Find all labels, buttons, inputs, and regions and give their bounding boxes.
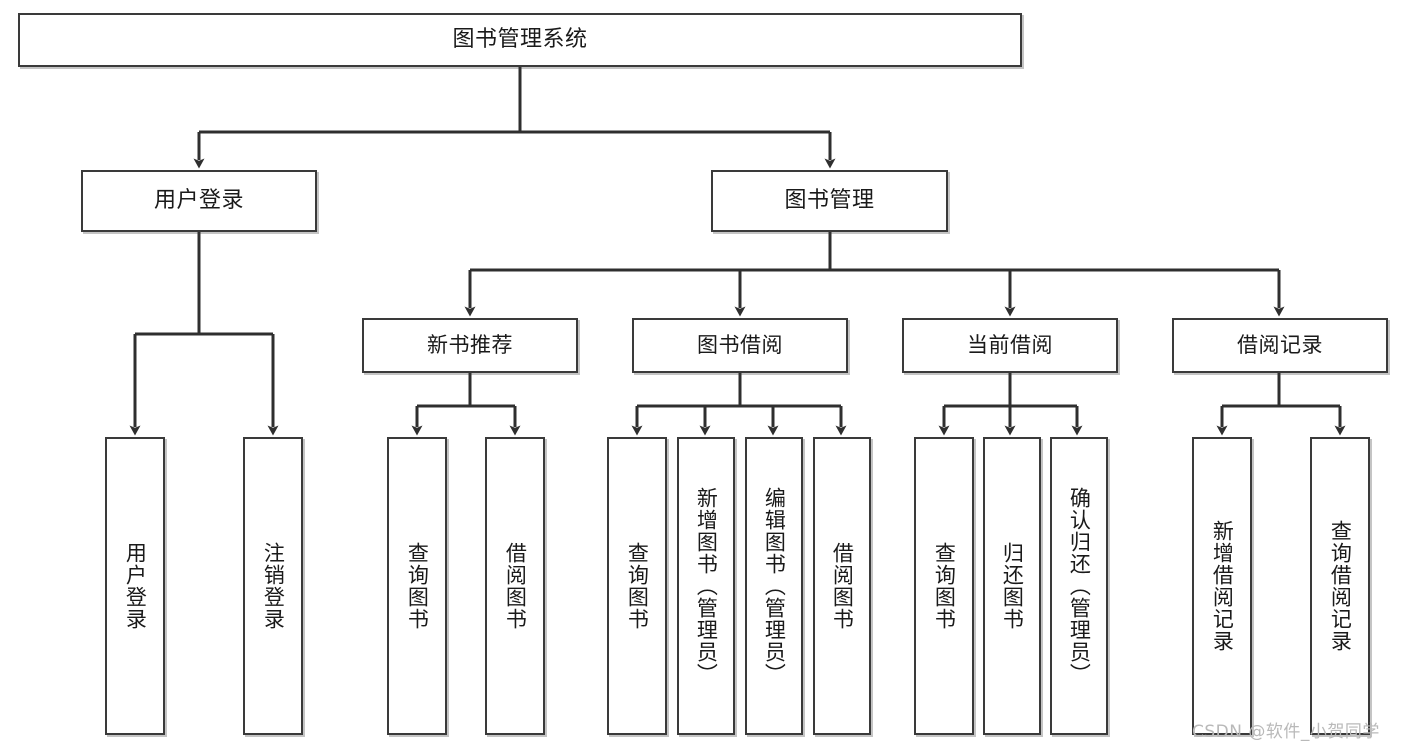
leaf-current-query-book[interactable]: 查询图书 <box>914 437 974 735</box>
node-label: 查询图书 <box>405 542 430 630</box>
node-borrow-record[interactable]: 借阅记录 <box>1172 318 1388 373</box>
leaf-borrow-borrow-book[interactable]: 借阅图书 <box>813 437 871 735</box>
node-user-login[interactable]: 用户登录 <box>81 170 317 232</box>
node-label: 查询借阅记录 <box>1328 520 1353 652</box>
node-book-borrow[interactable]: 图书借阅 <box>632 318 848 373</box>
csdn-watermark: CSDN @软件_小贺同学 <box>1192 722 1380 742</box>
node-label: 当前借阅 <box>967 332 1053 357</box>
node-label: 新增借阅记录 <box>1210 520 1235 652</box>
leaf-recommend-borrow-book[interactable]: 借阅图书 <box>485 437 545 735</box>
node-label: 编辑图书（管理员） <box>762 487 787 685</box>
node-label: 新增图书（管理员） <box>694 487 719 685</box>
leaf-borrow-add-book[interactable]: 新增图书（管理员） <box>677 437 735 735</box>
leaf-borrow-edit-book[interactable]: 编辑图书（管理员） <box>745 437 803 735</box>
node-label: 注销登录 <box>261 542 286 630</box>
node-label: 借阅图书 <box>830 542 855 630</box>
leaf-user-login-login[interactable]: 用户登录 <box>105 437 165 735</box>
node-label: 图书借阅 <box>697 332 783 357</box>
node-label: 借阅记录 <box>1237 332 1323 357</box>
node-label: 用户登录 <box>153 187 244 213</box>
leaf-user-login-logout[interactable]: 注销登录 <box>243 437 303 735</box>
node-current-borrow[interactable]: 当前借阅 <box>902 318 1118 373</box>
leaf-current-return-book[interactable]: 归还图书 <box>983 437 1041 735</box>
node-label: 用户登录 <box>123 542 148 630</box>
node-label: 新书推荐 <box>427 332 513 357</box>
node-root-system[interactable]: 图书管理系统 <box>18 13 1022 67</box>
leaf-recommend-query-book[interactable]: 查询图书 <box>387 437 447 735</box>
node-label: 图书管理 <box>784 187 875 213</box>
node-label: 归还图书 <box>1000 542 1025 630</box>
node-new-book-recommend[interactable]: 新书推荐 <box>362 318 578 373</box>
node-label: 确认归还（管理员） <box>1067 487 1092 685</box>
leaf-borrow-query-book[interactable]: 查询图书 <box>607 437 667 735</box>
leaf-record-query-record[interactable]: 查询借阅记录 <box>1310 437 1370 735</box>
leaf-current-confirm-return[interactable]: 确认归还（管理员） <box>1050 437 1108 735</box>
node-book-management[interactable]: 图书管理 <box>711 170 948 232</box>
leaf-record-add-record[interactable]: 新增借阅记录 <box>1192 437 1252 735</box>
node-label: 查询图书 <box>932 542 957 630</box>
node-label: 查询图书 <box>625 542 650 630</box>
node-label: 借阅图书 <box>503 542 528 630</box>
node-label: 图书管理系统 <box>452 26 588 52</box>
